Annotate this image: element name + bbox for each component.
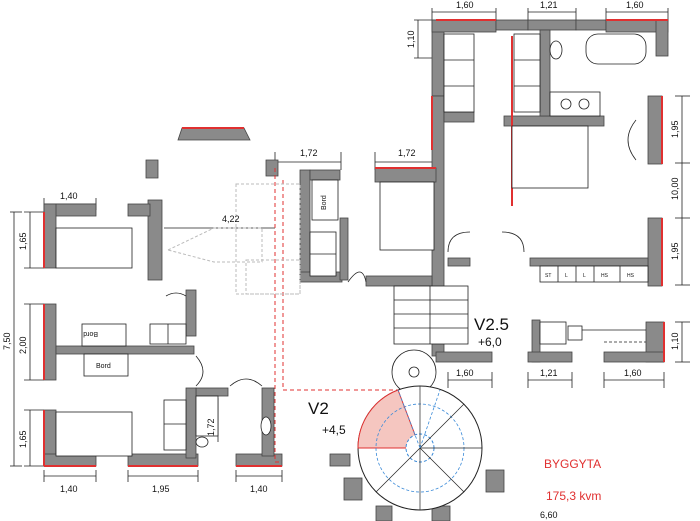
cabinet-label: HS [627,273,635,279]
dim-mid-right-3: 1,60 [624,368,642,378]
dim-right-1: 1,95 [670,120,680,138]
small-spiral-stair [391,349,437,395]
dim-mid-right-2: 1,21 [540,368,558,378]
dim-mid-top-1: 1,72 [300,148,318,158]
dim-left-total: 7,50 [2,332,12,350]
facade-accents [43,19,668,467]
dim-left-3: 1,65 [18,430,28,448]
cabinet-label: L [565,273,568,279]
dim-bottom-3: 1,40 [250,484,268,494]
cabinet-label: HS [601,273,609,279]
dim-bottom-2: 1,95 [152,484,170,494]
dim-top-3: 1,60 [626,0,644,10]
dim-top-2: 1,21 [540,0,558,10]
room-labels: Bord Bord Bord V2.5 +6,0 V2 +4,5 BYGGYTA… [83,195,601,503]
dim-bath-172: 1,72 [206,418,216,436]
furniture [55,33,649,457]
area-value: 175,3 kvm [546,489,601,503]
dim-span-422: 4,22 [222,214,240,224]
cabinet-label: L [583,273,586,279]
dim-mid-right-1: 1,60 [456,368,474,378]
level-v25-height: +6,0 [478,335,502,349]
area-title: BYGGYTA [544,457,601,471]
bord-label-left-b: Bord [96,363,111,370]
dim-left-2: 2,00 [18,336,28,354]
dim-right-4: 1,10 [670,332,680,350]
dim-bottom-right: 6,60 [540,510,558,520]
dimension-lines [10,8,690,482]
cabinet-labels: ST L L HS HS [545,273,635,279]
level-v2-label: V2 [308,399,329,418]
dim-right-2: 10,00 [670,177,680,200]
dim-top-left-side: 1,10 [406,30,416,48]
bord-label-left-a: Bord [83,330,98,337]
bord-label-top: Bord [321,195,328,210]
spiral-staircase [357,385,483,511]
dimension-labels: 1,60 1,21 1,60 1,10 1,95 10,00 1,95 1,10… [2,0,680,520]
dim-mid-top-2: 1,72 [398,148,416,158]
dim-top-1: 1,60 [456,0,474,10]
projected-outline [166,183,301,295]
dim-right-3: 1,95 [670,242,680,260]
doors [165,119,637,387]
dim-bottom-1: 1,40 [60,484,78,494]
cabinet-label: ST [545,273,551,279]
dim-left-top: 1,40 [60,191,78,201]
level-v2-height: +4,5 [322,423,346,437]
dim-left-1: 1,65 [18,232,28,250]
level-v25-label: V2.5 [474,315,509,334]
